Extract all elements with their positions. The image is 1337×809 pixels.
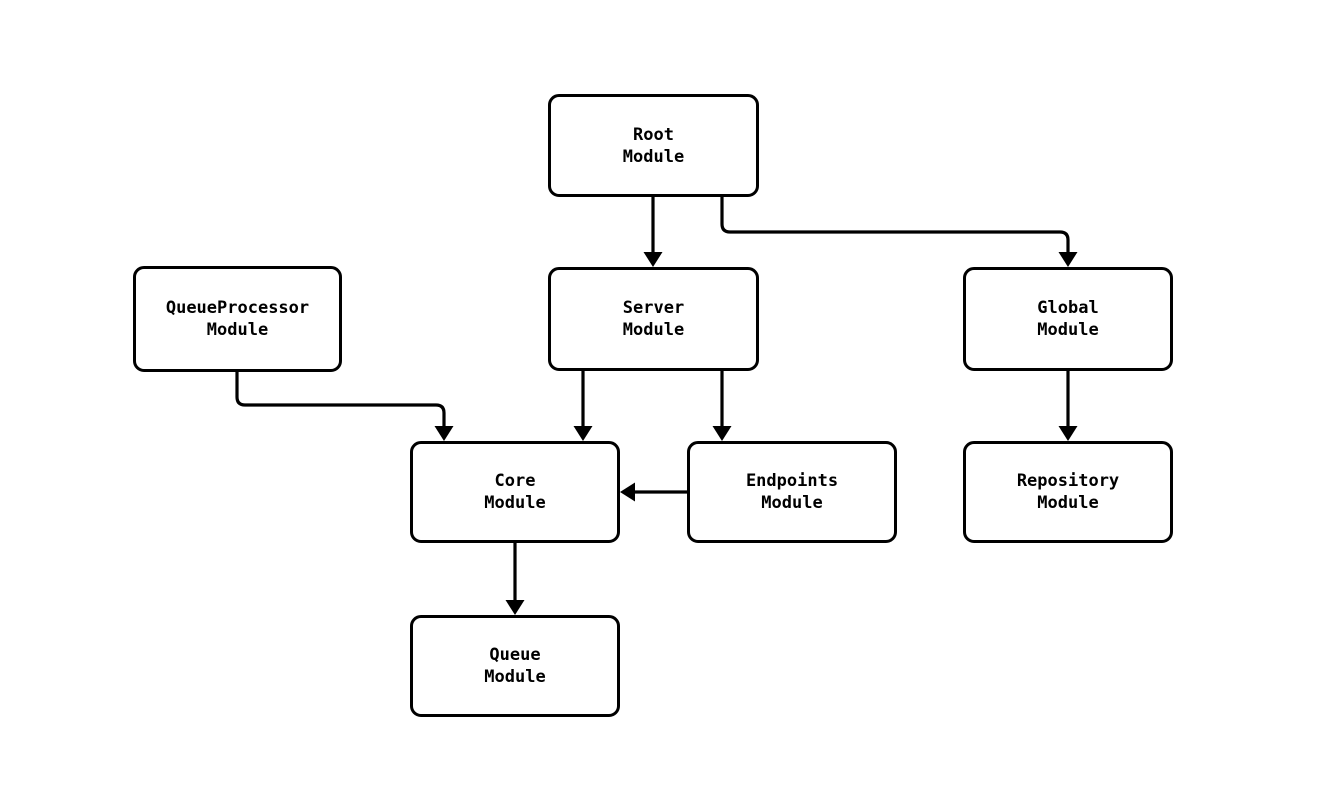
node-label-primary: Endpoints	[745, 471, 839, 491]
node-label-secondary: Module	[622, 320, 685, 340]
edge-global-to-repository	[1058, 371, 1078, 441]
arrowhead-icon	[434, 426, 454, 441]
node-label-primary: QueueProcessor	[165, 298, 310, 318]
node-label-primary: Root	[633, 124, 674, 145]
edge-server-to-core	[573, 371, 593, 441]
edge-root-to-server	[643, 197, 663, 267]
edge-path	[720, 197, 1070, 252]
node-label-secondary: Module	[1037, 493, 1099, 513]
node-label-secondary: Module	[1037, 320, 1099, 340]
arrowhead-icon	[620, 482, 635, 502]
node-label-secondary: Module	[622, 146, 685, 167]
edge-queueprocessor-to-core	[235, 372, 454, 441]
node-label-secondary: Module	[206, 320, 269, 340]
node-label-primary: Queue	[489, 645, 541, 665]
edge-endpoints-to-core	[620, 482, 687, 502]
node-label-primary: Repository	[1016, 471, 1120, 491]
arrowhead-icon	[1058, 426, 1078, 441]
edge-path	[235, 372, 446, 426]
arrowhead-icon	[643, 252, 663, 267]
node-label-secondary: Module	[484, 667, 546, 687]
node-label-primary: Core	[494, 471, 536, 491]
arrowhead-icon	[573, 426, 593, 441]
arrowhead-icon	[1058, 252, 1078, 267]
node-label-primary: Global	[1037, 298, 1099, 318]
node-label-primary: Server	[622, 298, 685, 318]
edge-root-to-global	[720, 197, 1078, 267]
node-label-secondary: Module	[484, 493, 546, 513]
node-label-secondary: Module	[761, 493, 823, 513]
arrowhead-icon	[505, 600, 525, 615]
edge-core-to-queue	[505, 543, 525, 615]
edge-server-to-endpoints	[712, 371, 732, 441]
arrowhead-icon	[712, 426, 732, 441]
